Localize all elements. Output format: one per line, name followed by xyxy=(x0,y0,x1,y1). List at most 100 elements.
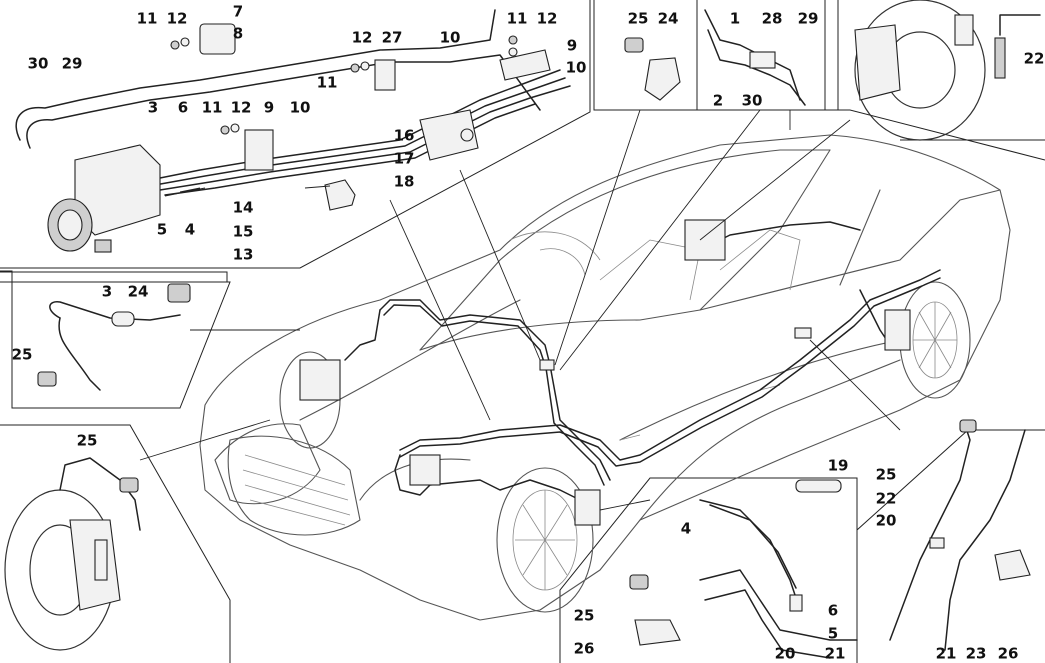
bumper-line xyxy=(359,458,471,501)
callout-c10: 11 xyxy=(317,74,338,92)
callout-c15: 3 xyxy=(148,99,158,117)
sensor-24 xyxy=(167,283,191,303)
callout-c26: 13 xyxy=(233,246,254,264)
callout-c48: 25 xyxy=(574,607,595,625)
callout-c34: 2 xyxy=(713,92,723,110)
leader-lines xyxy=(139,109,901,511)
callout-c43: 22 xyxy=(876,490,897,508)
callout-c39: 25 xyxy=(12,346,33,364)
rear-caliper-body xyxy=(854,24,901,101)
bracket-16 xyxy=(419,109,479,161)
callout-c36: 22 xyxy=(1024,50,1045,68)
pipe-4 xyxy=(699,499,801,611)
bracket-9-right xyxy=(499,49,551,81)
clip-25-top xyxy=(624,37,644,53)
union-6 xyxy=(789,594,803,612)
callout-c54: 26 xyxy=(998,645,1019,663)
callout-c40: 25 xyxy=(77,432,98,450)
pipe-bundle-2 xyxy=(154,77,566,186)
leader-caliper-to-car xyxy=(699,119,851,241)
abs-pump-motor-end xyxy=(57,209,83,241)
pipe-30-top xyxy=(15,9,496,141)
hood-crease xyxy=(299,299,521,421)
leader-front-to-car xyxy=(139,419,271,461)
callout-c31: 1 xyxy=(730,10,740,28)
front-wheel-spokes xyxy=(515,490,575,590)
door-crease xyxy=(619,339,901,441)
pipe-junction-rear xyxy=(794,327,812,339)
leader-sensor-to-car xyxy=(554,109,641,366)
union-20-right xyxy=(929,537,945,549)
front-grille xyxy=(227,435,361,536)
callout-c29: 25 xyxy=(628,10,649,28)
callout-c19: 9 xyxy=(264,99,274,117)
brake-pipe-routing xyxy=(299,219,941,526)
pipe-bundle-4 xyxy=(164,103,536,196)
callout-c32: 28 xyxy=(762,10,783,28)
callout-c41: 19 xyxy=(828,457,849,475)
pipe-bundle-3 xyxy=(159,85,571,191)
leader-lines-to-car xyxy=(599,499,651,511)
detail-panel-sensor-top-frame xyxy=(593,0,698,111)
windshield-top xyxy=(419,149,831,351)
callout-c49: 26 xyxy=(574,640,595,658)
sensor-cable-3 xyxy=(49,301,181,321)
callout-c16: 6 xyxy=(178,99,188,117)
rear-bracket xyxy=(954,14,974,46)
callout-c4: 8 xyxy=(233,25,243,43)
callout-c50: 20 xyxy=(775,645,796,663)
callout-c38: 24 xyxy=(128,283,149,301)
grommet-17 xyxy=(460,128,474,142)
grille-bars xyxy=(242,454,351,526)
callout-c44: 20 xyxy=(876,512,897,530)
pipe-20-right xyxy=(944,429,1026,651)
front-wheel-right xyxy=(496,467,594,613)
bracket-13 xyxy=(324,179,356,211)
sensor-cable-lower xyxy=(58,317,101,391)
seats xyxy=(599,229,801,301)
callout-c35: 30 xyxy=(742,92,763,110)
rear-caliper-detail xyxy=(854,0,1041,141)
detail-panel-abs-frame xyxy=(0,0,591,269)
callout-c5: 30 xyxy=(28,55,49,73)
pipe-front-right xyxy=(394,454,581,501)
callout-c53: 23 xyxy=(966,645,987,663)
washer-12-d xyxy=(508,47,518,57)
callout-c27: 5 xyxy=(157,221,167,239)
nut-11-d xyxy=(508,35,518,45)
bolt-14 xyxy=(164,187,206,197)
callout-c7: 12 xyxy=(352,29,373,47)
callout-c28: 4 xyxy=(185,221,195,239)
car-silhouette xyxy=(199,134,1011,621)
callout-c20: 10 xyxy=(290,99,311,117)
clip-25-front xyxy=(119,477,139,493)
pipe-main-a xyxy=(379,299,611,481)
a-pillar xyxy=(699,149,831,311)
pipe-main-b xyxy=(383,304,605,486)
pipe-rear-run-b xyxy=(399,277,941,467)
callout-c52: 21 xyxy=(936,645,957,663)
grommet-19 xyxy=(795,479,842,493)
leader-right-to-car xyxy=(809,339,901,431)
detail-panel-sensor-frame xyxy=(0,270,231,409)
callout-c11: 11 xyxy=(507,10,528,28)
rear-caliper-in-car xyxy=(884,309,911,351)
clip-26-lines xyxy=(634,619,681,646)
pipe-20-left xyxy=(699,569,858,641)
callout-c45: 4 xyxy=(681,520,691,538)
junction-pipe-1 xyxy=(704,9,801,101)
front-brake-detail xyxy=(4,457,141,651)
rear-flex-hose-22 xyxy=(999,14,1041,36)
rear-wheel-spokes xyxy=(913,302,957,378)
clip-25-lines xyxy=(629,574,649,590)
pipe-clip-7 xyxy=(199,23,236,55)
washer-12-a xyxy=(180,37,190,47)
pipe-junction-front xyxy=(539,359,555,371)
pipe-clip-27 xyxy=(374,59,396,91)
callout-c2: 12 xyxy=(167,10,188,28)
detail-panel-front-brake-frame xyxy=(0,424,231,663)
pipe-21-left xyxy=(704,589,831,659)
side-window-line xyxy=(699,189,1001,311)
headlight-left xyxy=(214,423,321,505)
